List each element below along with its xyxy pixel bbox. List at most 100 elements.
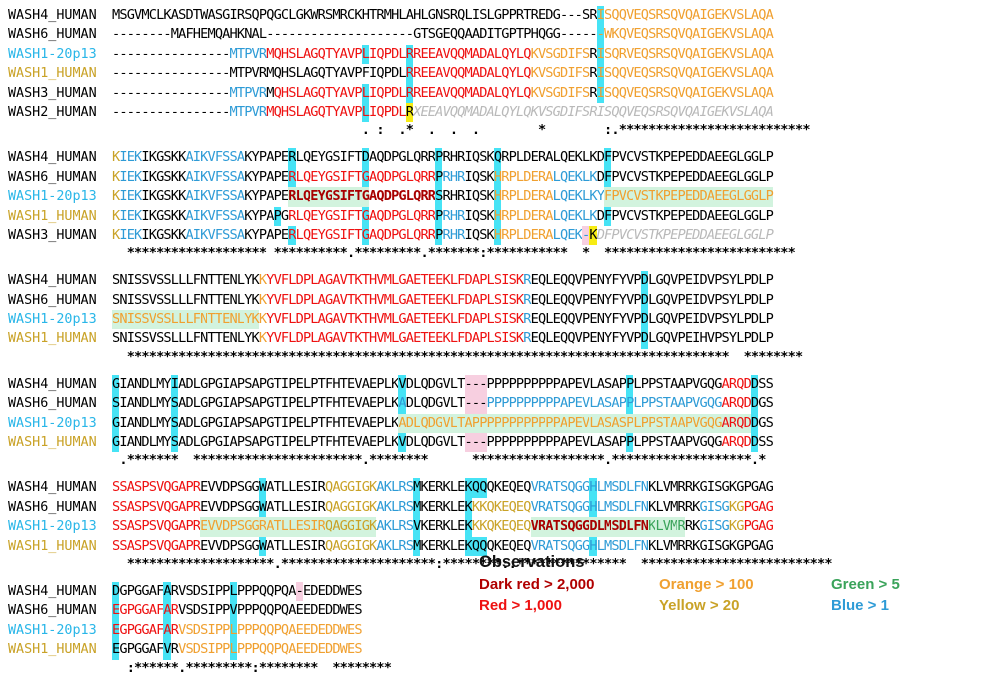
residue: Q	[376, 45, 385, 62]
conservation-symbol: *	[684, 122, 693, 139]
sequence-residues: SNISSVSSLLLFNTTENLYKKYVFLDPLAGAVTKTHVMLG…	[112, 290, 774, 311]
residue: Q	[640, 7, 649, 23]
conservation-symbol	[729, 349, 736, 366]
residue: R	[258, 84, 268, 101]
conservation-symbol: *	[163, 555, 172, 572]
residue: S	[655, 434, 664, 451]
residue: E	[530, 272, 539, 289]
residue: F	[192, 310, 201, 330]
residue: K	[728, 479, 738, 496]
residue: G	[758, 395, 767, 412]
residue: P	[677, 226, 686, 243]
residue: V	[442, 434, 451, 451]
residue: I	[464, 226, 473, 243]
residue: T	[324, 103, 334, 120]
residue: D	[310, 602, 319, 619]
residue: A	[670, 375, 679, 392]
residue: L	[758, 187, 766, 207]
residue: -	[112, 103, 121, 120]
residue: E	[317, 582, 326, 599]
residue: -	[200, 84, 209, 101]
residue: S	[214, 7, 223, 23]
residue: P	[391, 226, 400, 243]
residue: V	[207, 498, 216, 515]
residue: P	[258, 7, 268, 23]
residue: S	[222, 149, 231, 166]
residue: E	[457, 537, 466, 554]
conservation-symbol: *	[354, 555, 363, 572]
residue: Q	[670, 45, 679, 62]
legend-item-green: Green > 5	[831, 576, 900, 593]
conservation-symbol: *	[670, 452, 679, 469]
residue: A	[545, 207, 554, 224]
residue: Q	[706, 434, 716, 451]
conservation-symbol: *	[295, 555, 304, 572]
conservation-symbols: :******.*********:******** ********	[112, 659, 392, 677]
residue: Q	[413, 188, 422, 205]
conservation-symbol: *	[758, 122, 767, 139]
residue: R	[530, 7, 539, 23]
conservation-symbol: *	[266, 452, 275, 469]
residue: R	[192, 518, 201, 535]
residue: A	[435, 65, 444, 82]
conservation-symbol: *	[170, 348, 179, 365]
residue: E	[222, 272, 231, 289]
conservation-symbol: *	[288, 452, 297, 469]
residue: Y	[317, 149, 326, 166]
residue: P	[552, 375, 561, 392]
residue: E	[670, 149, 679, 166]
residue: R	[677, 498, 686, 515]
residue: -	[214, 65, 223, 82]
residue: R	[427, 168, 436, 185]
residue: T	[420, 291, 429, 308]
residue: M	[266, 84, 275, 101]
residue: G	[714, 434, 723, 451]
residue: A	[611, 375, 620, 392]
residue: -	[185, 45, 194, 62]
conservation-symbol: *	[347, 659, 356, 676]
residue: M	[383, 291, 392, 308]
residue: A	[721, 434, 730, 451]
residue: D	[559, 65, 569, 82]
residue: V	[178, 641, 187, 658]
residue: A	[266, 226, 275, 243]
residue: -	[574, 7, 583, 23]
conservation-symbol: *	[772, 555, 782, 572]
conservation-symbol: *	[743, 452, 752, 469]
residue: K	[134, 207, 143, 224]
conservation-symbol: *	[626, 452, 635, 469]
residue: A	[369, 168, 378, 185]
residue: G	[750, 149, 760, 166]
residue: D	[141, 395, 150, 412]
residue: R	[413, 45, 422, 62]
residue: S	[134, 310, 142, 330]
residue: Y	[163, 375, 172, 392]
residue: L	[655, 479, 664, 496]
residue: -	[310, 26, 319, 43]
residue: L	[648, 330, 657, 347]
residue: G	[765, 498, 774, 515]
residue: G	[141, 621, 150, 638]
residue: K	[721, 65, 730, 82]
residue: L	[192, 395, 201, 412]
conservation-symbol: *	[376, 245, 385, 262]
residue: I	[706, 537, 716, 554]
residue: G	[156, 168, 165, 185]
residue: A	[471, 84, 481, 101]
residue: E	[684, 311, 693, 328]
conservation-symbol: *	[721, 452, 730, 469]
residue: K	[721, 84, 730, 101]
residue: K	[134, 188, 143, 205]
residue: M	[266, 103, 275, 120]
residue: S	[545, 84, 554, 101]
residue: A	[670, 413, 678, 434]
residue: D	[618, 479, 627, 496]
conservation-symbol: *	[236, 659, 246, 676]
residue: F	[604, 226, 613, 243]
residue: E	[633, 7, 642, 23]
alignment-row: WASH6_HUMAN--------MAFHEMQAHKNAL--------…	[0, 25, 1000, 45]
sequence-label: WASH3_HUMAN	[8, 85, 97, 101]
conservation-symbol: *	[662, 452, 671, 469]
residue: Y	[332, 45, 341, 62]
